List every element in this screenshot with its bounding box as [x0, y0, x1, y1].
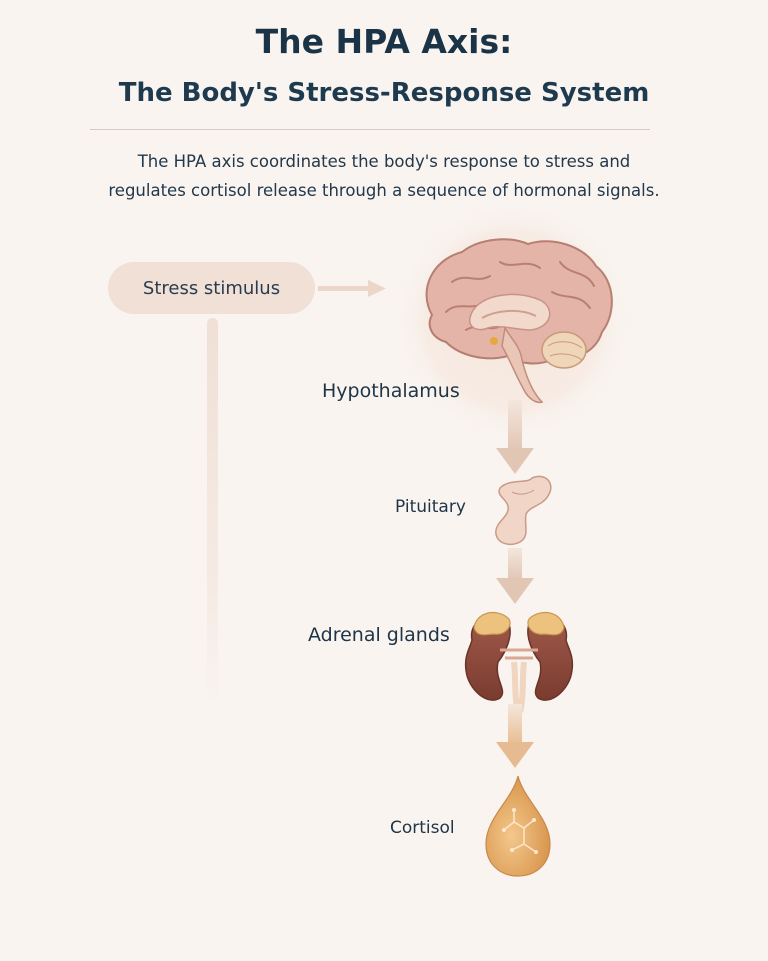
cortisol-droplet-icon: [485, 775, 551, 877]
label-adrenal-glands: Adrenal glands: [308, 624, 450, 646]
flow-arrow-2: [496, 548, 534, 604]
stimulus-arrow: [318, 280, 386, 297]
page-subtitle: The Body's Stress-Response System: [118, 78, 650, 108]
stress-timeline-line: [207, 318, 218, 708]
page-title: The HPA Axis:: [255, 22, 513, 61]
label-pituitary: Pituitary: [395, 497, 466, 517]
flow-arrow-3: [496, 704, 534, 768]
brain-icon: [425, 238, 613, 404]
intro-text: The HPA axis coordinates the body's resp…: [60, 147, 708, 205]
label-hypothalamus: Hypothalamus: [322, 380, 460, 402]
intro-line-2: regulates cortisol release through a seq…: [108, 181, 660, 200]
adrenal-glands-icon: [464, 611, 574, 713]
pituitary-gland-icon: [495, 475, 552, 546]
divider: [90, 129, 650, 130]
stress-stimulus-pill: Stress stimulus: [108, 262, 315, 314]
label-cortisol: Cortisol: [390, 818, 455, 838]
intro-line-1: The HPA axis coordinates the body's resp…: [137, 152, 631, 171]
flow-arrow-1: [496, 400, 534, 474]
